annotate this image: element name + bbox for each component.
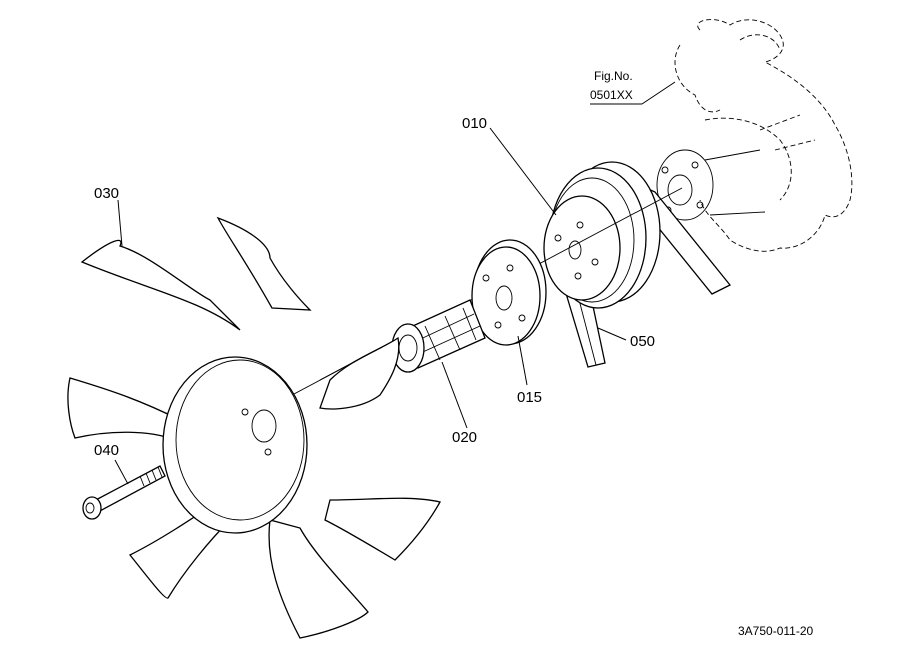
callout-010: 010 bbox=[462, 115, 487, 132]
callout-040: 040 bbox=[94, 442, 119, 459]
callout-050: 050 bbox=[630, 333, 655, 350]
fan-spacer bbox=[391, 299, 486, 373]
figure-ref-number: 0501XX bbox=[590, 88, 633, 102]
figure-ref-label: Fig.No. bbox=[594, 69, 633, 83]
cooling-fan bbox=[67, 216, 441, 639]
pulley bbox=[543, 161, 661, 309]
water-pump-housing bbox=[656, 19, 853, 252]
callout-leaders bbox=[114, 127, 627, 485]
spacer-plate bbox=[471, 239, 547, 346]
callout-015: 015 bbox=[517, 389, 542, 406]
bolt bbox=[82, 465, 166, 520]
callout-020: 020 bbox=[452, 429, 477, 446]
figure-reference: Fig.No. 0501XX bbox=[590, 69, 676, 105]
drawing-code: 3A750-011-20 bbox=[738, 624, 813, 638]
callout-030: 030 bbox=[94, 185, 119, 202]
